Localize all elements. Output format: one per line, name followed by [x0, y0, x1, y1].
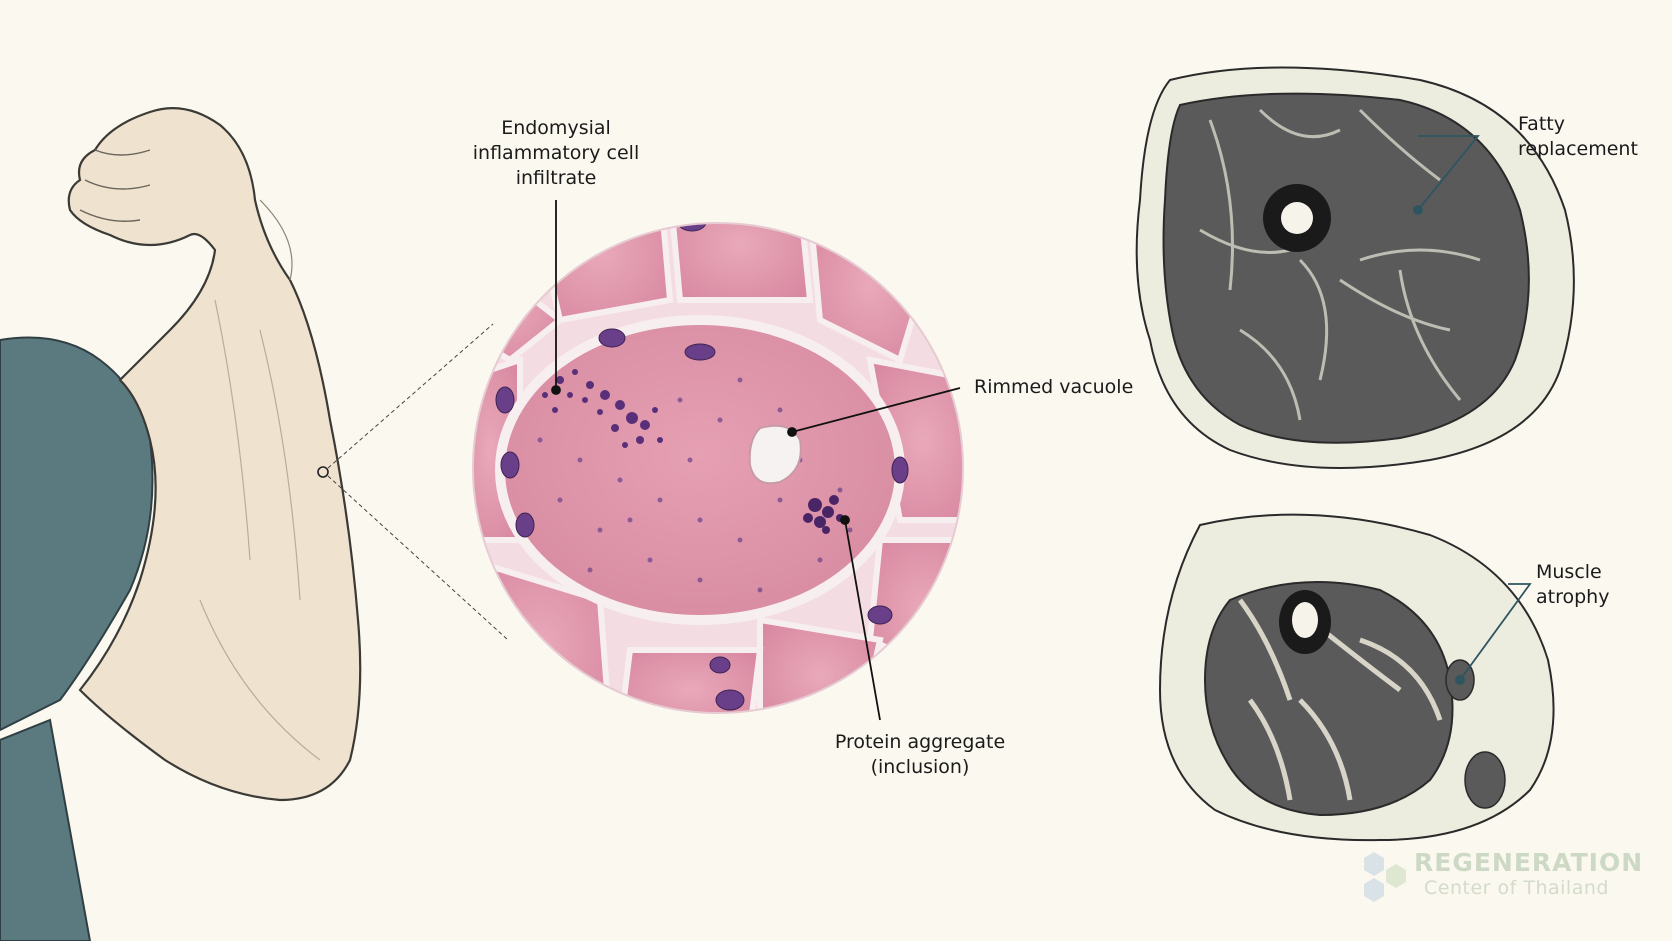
flexed-arm-illustration	[0, 107, 509, 941]
protein-aggregate	[803, 495, 844, 534]
label-endomysial-infiltrate: Endomysial inflammatory cell infiltrate	[472, 117, 640, 189]
affected-muscle-fiber	[495, 315, 905, 625]
histology-leader-lines	[551, 200, 961, 721]
shirt-sleeve	[0, 336, 154, 732]
label-muscle-atrophy: Muscle atrophy	[1536, 561, 1610, 608]
thigh-cross-section-bottom	[1158, 513, 1555, 842]
muscle-biopsy-histology	[472, 222, 964, 714]
label-rimmed-vacuole: Rimmed vacuole	[974, 376, 1134, 398]
watermark-title: REGENERATION	[1414, 848, 1644, 877]
label-protein-aggregate: Protein aggregate (inclusion)	[834, 731, 1006, 778]
thigh-cross-section-top	[1135, 66, 1575, 469]
watermark-subtitle: Center of Thailand	[1424, 877, 1609, 899]
label-fatty-replacement: Fatty replacement	[1518, 113, 1638, 160]
biopsy-site-marker	[317, 466, 329, 478]
arm-skin	[67, 107, 362, 802]
zoom-line-bottom	[327, 475, 509, 641]
ct-leader-lines	[1413, 135, 1532, 685]
watermark-logo: REGENERATION Center of Thailand	[1362, 848, 1642, 906]
hexagon-logo-icon	[1364, 852, 1406, 902]
inflammatory-infiltrate-cluster	[542, 369, 663, 448]
zoom-line-top	[327, 323, 494, 469]
